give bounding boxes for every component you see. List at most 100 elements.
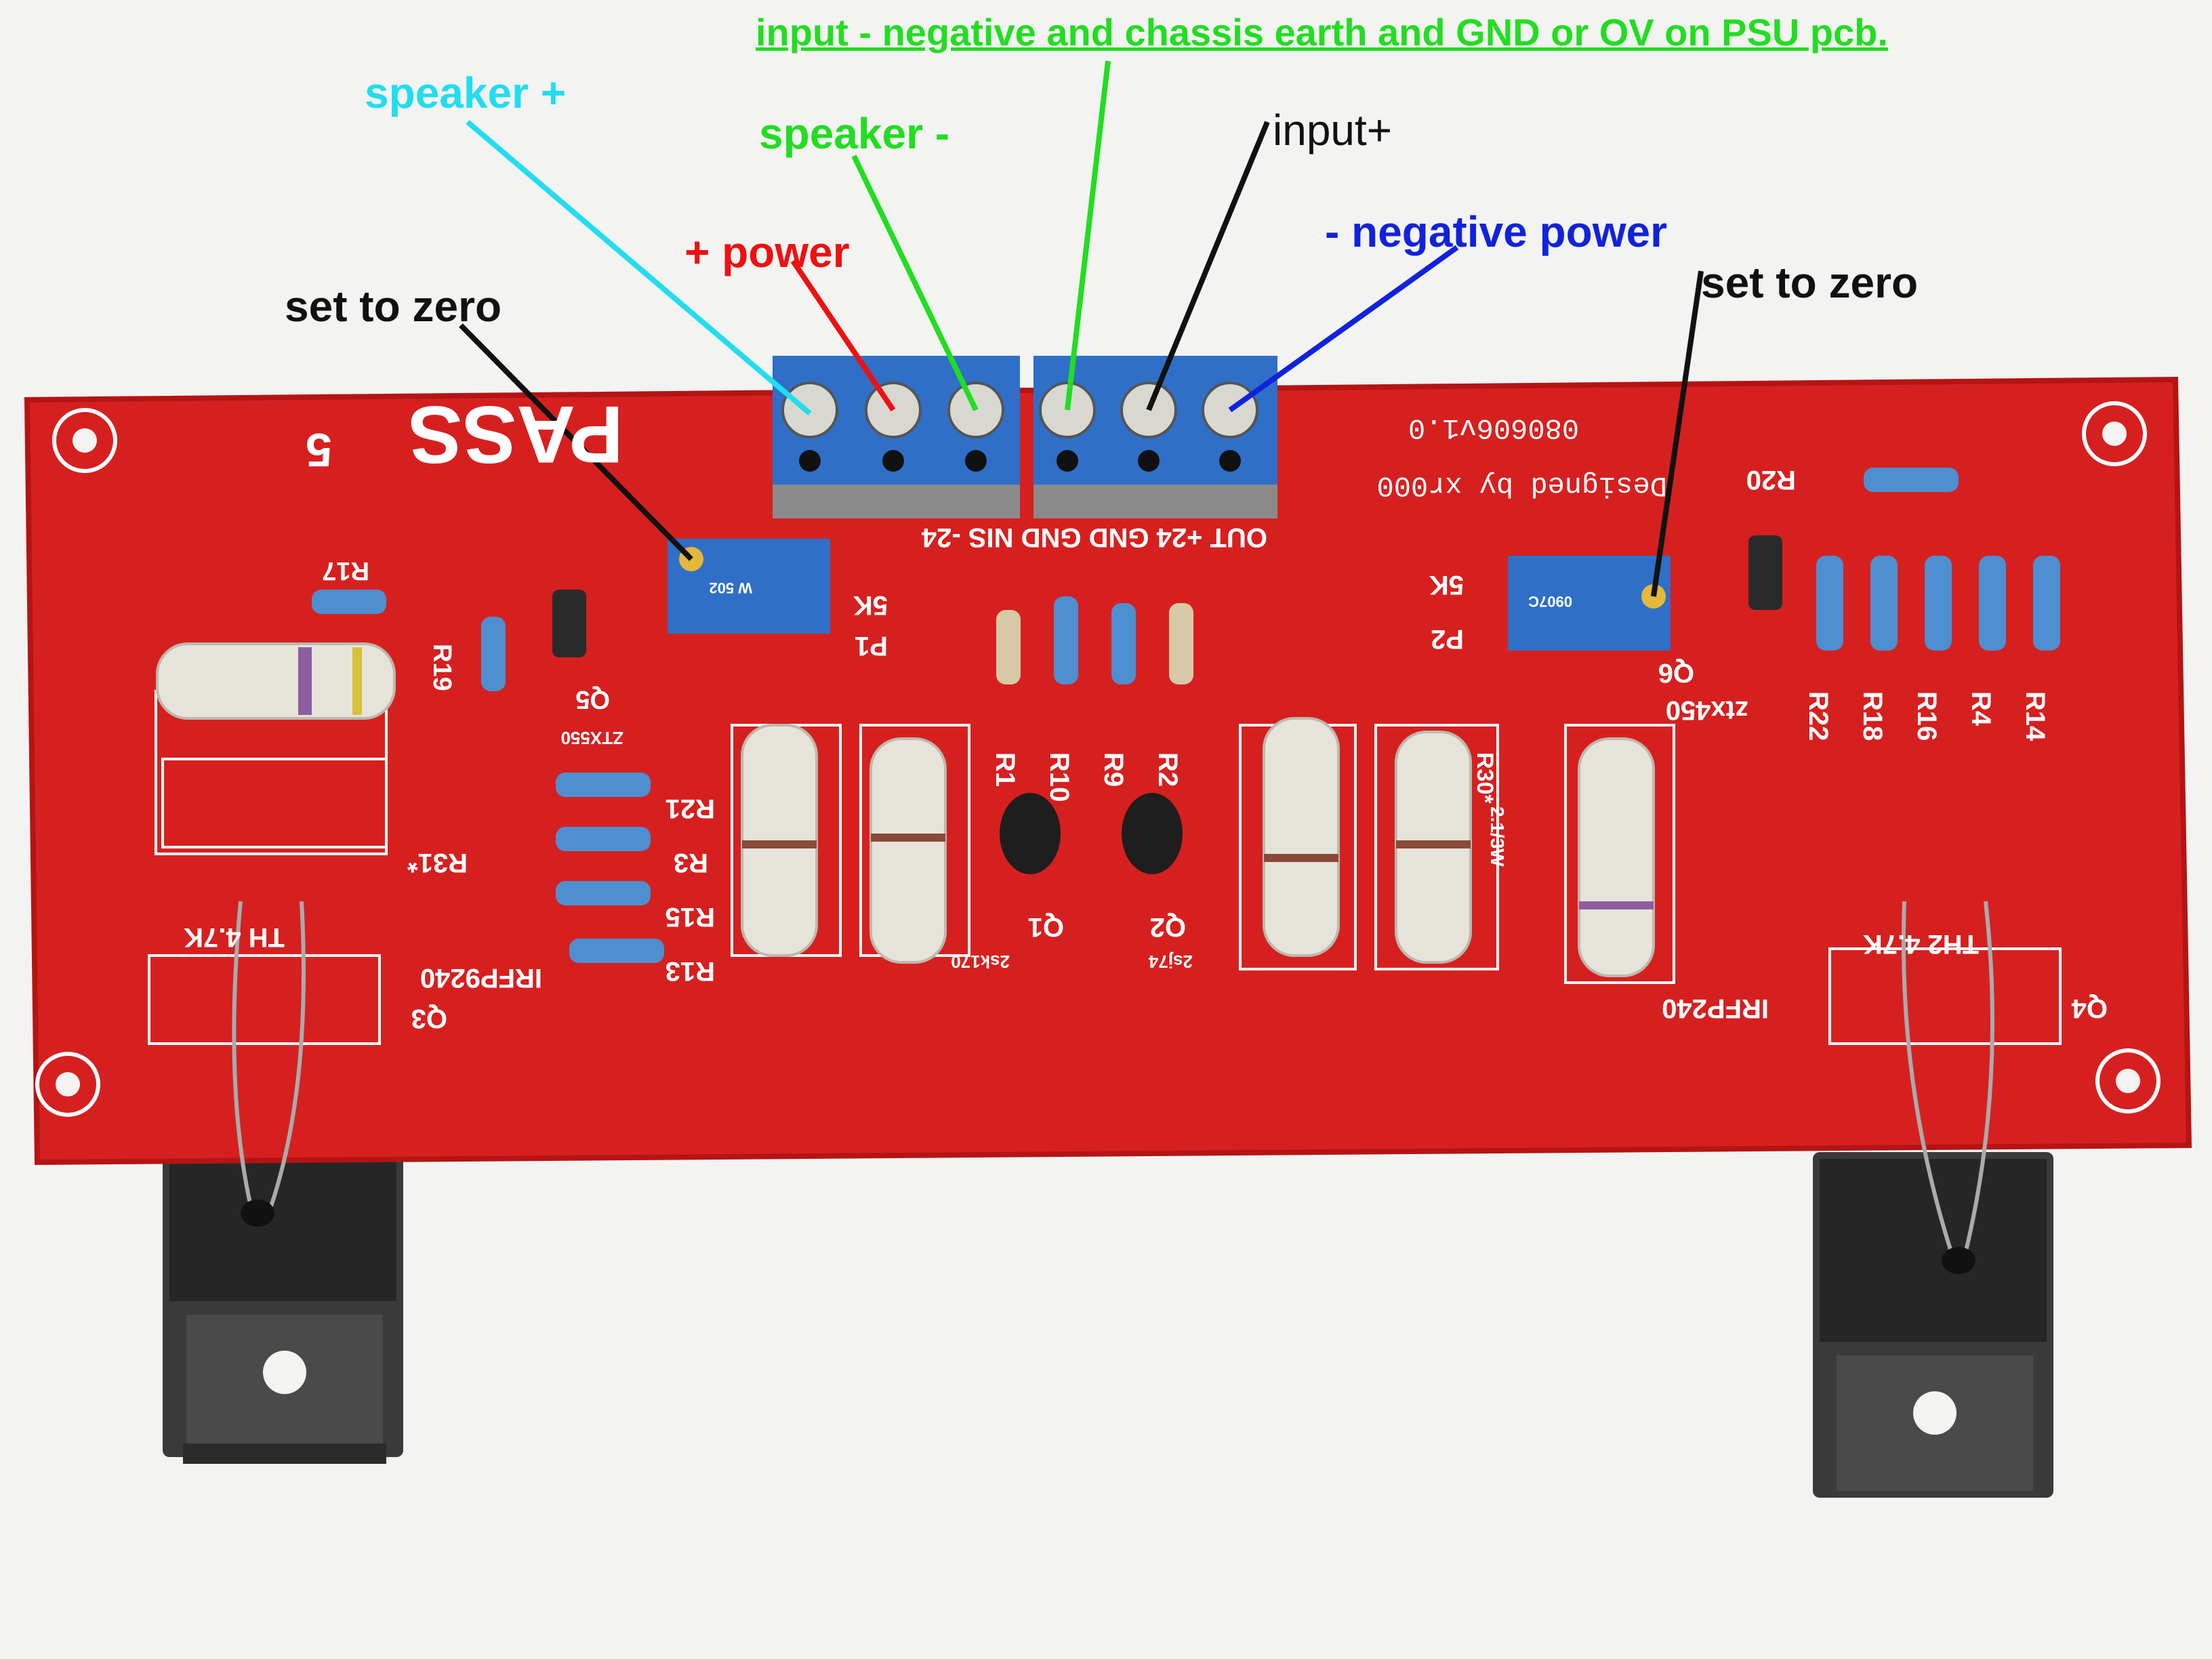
small-resistor bbox=[556, 881, 651, 905]
annotation-negative-power: - negative power bbox=[1325, 207, 1667, 256]
mounting-hole bbox=[2082, 401, 2147, 466]
small-resistor bbox=[2033, 556, 2060, 651]
power-resistor bbox=[1263, 717, 1340, 957]
label-irfp9240: IRFP9240 bbox=[420, 963, 542, 993]
label-th-right: TH2 4.7K bbox=[1863, 929, 1979, 959]
terminal-block-right bbox=[1033, 356, 1277, 518]
label-r22: R22 bbox=[1803, 691, 1833, 741]
small-resistor bbox=[481, 617, 506, 691]
label-q6: Q6 bbox=[1658, 658, 1694, 688]
pointer-input-negative bbox=[1065, 60, 1111, 411]
annotation-speaker-plus: speaker + bbox=[365, 68, 567, 117]
annotation-power-plus: + power bbox=[684, 228, 850, 276]
annotation-set-zero-left: set to zero bbox=[285, 282, 502, 331]
label-r30: R30* bbox=[1472, 752, 1498, 804]
label-r9: R9 bbox=[1099, 752, 1128, 787]
label-r17: R17 bbox=[322, 556, 369, 585]
label-r1: R1 bbox=[990, 752, 1020, 787]
power-resistor bbox=[156, 642, 396, 720]
label-2sk170: 2sk170 bbox=[951, 951, 1010, 972]
mosfet-left bbox=[163, 1111, 403, 1464]
pointer-speaker-minus bbox=[851, 155, 979, 411]
transistor-q6 bbox=[1748, 535, 1782, 610]
small-resistor bbox=[1054, 596, 1078, 684]
silk-outline bbox=[1828, 947, 2062, 1045]
small-resistor bbox=[569, 939, 664, 963]
label-r10: R10 bbox=[1044, 752, 1074, 802]
power-resistor bbox=[741, 724, 818, 957]
label-irfp240: IRFP240 bbox=[1662, 994, 1769, 1023]
small-resistor bbox=[1979, 556, 2006, 651]
label-r4: R4 bbox=[1966, 691, 1996, 726]
label-r20: R20 bbox=[1746, 465, 1796, 495]
pointer-negative-power bbox=[1228, 245, 1459, 413]
small-resistor bbox=[556, 827, 651, 851]
small-resistor bbox=[1111, 603, 1136, 684]
transistor-q2 bbox=[1122, 793, 1183, 874]
pointer-set-zero-left bbox=[459, 323, 693, 561]
label-r16: R16 bbox=[1912, 691, 1942, 741]
terminal-labels: OUT +24 GND GND NIS -24 bbox=[921, 523, 1267, 552]
thermistor-left bbox=[232, 901, 306, 1227]
annotation-speaker-minus: speaker - bbox=[759, 109, 950, 158]
small-resistor bbox=[1864, 468, 1959, 492]
trimpot-code-p2: 0907C bbox=[1528, 593, 1572, 610]
label-r2: R2 bbox=[1153, 752, 1183, 787]
label-r31: R31* bbox=[407, 848, 468, 878]
label-r19: R19 bbox=[428, 644, 456, 691]
label-r3: R3 bbox=[674, 848, 708, 878]
mounting-hole bbox=[52, 408, 117, 473]
label-p1-value: 5K bbox=[853, 590, 888, 620]
pass-logo: PASS bbox=[408, 389, 623, 480]
annotation-input-plus: input+ bbox=[1273, 106, 1393, 155]
transistor-q1 bbox=[1000, 793, 1061, 874]
mounting-hole bbox=[35, 1052, 100, 1117]
small-resistor bbox=[1925, 556, 1952, 651]
power-resistor bbox=[1395, 731, 1472, 964]
pass-logo-suffix: 5 bbox=[306, 424, 332, 476]
pointer-input-plus bbox=[1146, 121, 1270, 411]
power-resistor bbox=[1578, 737, 1655, 977]
silk-outline bbox=[161, 758, 388, 848]
label-r13: R13 bbox=[665, 956, 715, 986]
label-r14: R14 bbox=[2020, 691, 2050, 741]
terminal-block-left bbox=[773, 356, 1020, 518]
label-r15: R15 bbox=[665, 902, 715, 932]
small-resistor bbox=[996, 610, 1021, 684]
transistor-q5 bbox=[552, 590, 586, 657]
mosfet-right bbox=[1813, 1152, 2053, 1498]
board-version: 080606v1.0 bbox=[1408, 411, 1579, 444]
label-r21: R21 bbox=[665, 794, 715, 823]
silk-outline bbox=[148, 954, 381, 1045]
board-designer: Designed by xr000 bbox=[1377, 469, 1667, 501]
pointer-set-zero-right bbox=[1651, 270, 1704, 597]
label-r18: R18 bbox=[1858, 691, 1887, 741]
label-q4: Q4 bbox=[2071, 994, 2108, 1023]
label-p2-value: 5K bbox=[1429, 570, 1464, 600]
silk-outline bbox=[1564, 724, 1675, 984]
trimpot-code-p1: W 502 bbox=[709, 579, 752, 596]
label-q3: Q3 bbox=[411, 1004, 447, 1033]
label-p1: P1 bbox=[855, 631, 888, 661]
mounting-hole bbox=[2095, 1048, 2160, 1113]
silk-outline bbox=[1374, 724, 1499, 970]
annotation-set-zero-right: set to zero bbox=[1701, 258, 1919, 307]
small-resistor bbox=[1169, 603, 1193, 684]
label-q2: Q2 bbox=[1150, 912, 1186, 942]
small-resistor bbox=[1816, 556, 1843, 651]
small-resistor bbox=[1870, 556, 1898, 651]
trimpot-p1 bbox=[668, 539, 830, 634]
label-r30-value: 2.1/3W bbox=[1487, 806, 1508, 867]
pointer-speaker-plus bbox=[466, 119, 812, 416]
label-p2: P2 bbox=[1431, 624, 1464, 654]
thermistor-right bbox=[1901, 901, 1994, 1274]
label-q5: Q5 bbox=[575, 685, 610, 714]
label-q1: Q1 bbox=[1028, 912, 1064, 942]
label-ztx450: ztx450 bbox=[1666, 695, 1748, 725]
power-resistor bbox=[869, 737, 947, 964]
label-th-left: TH 4.7K bbox=[184, 922, 285, 952]
annotation-input-negative: input - negative and chassis earth and G… bbox=[756, 11, 1888, 54]
small-resistor bbox=[312, 590, 386, 614]
trimpot-p2 bbox=[1508, 556, 1671, 651]
